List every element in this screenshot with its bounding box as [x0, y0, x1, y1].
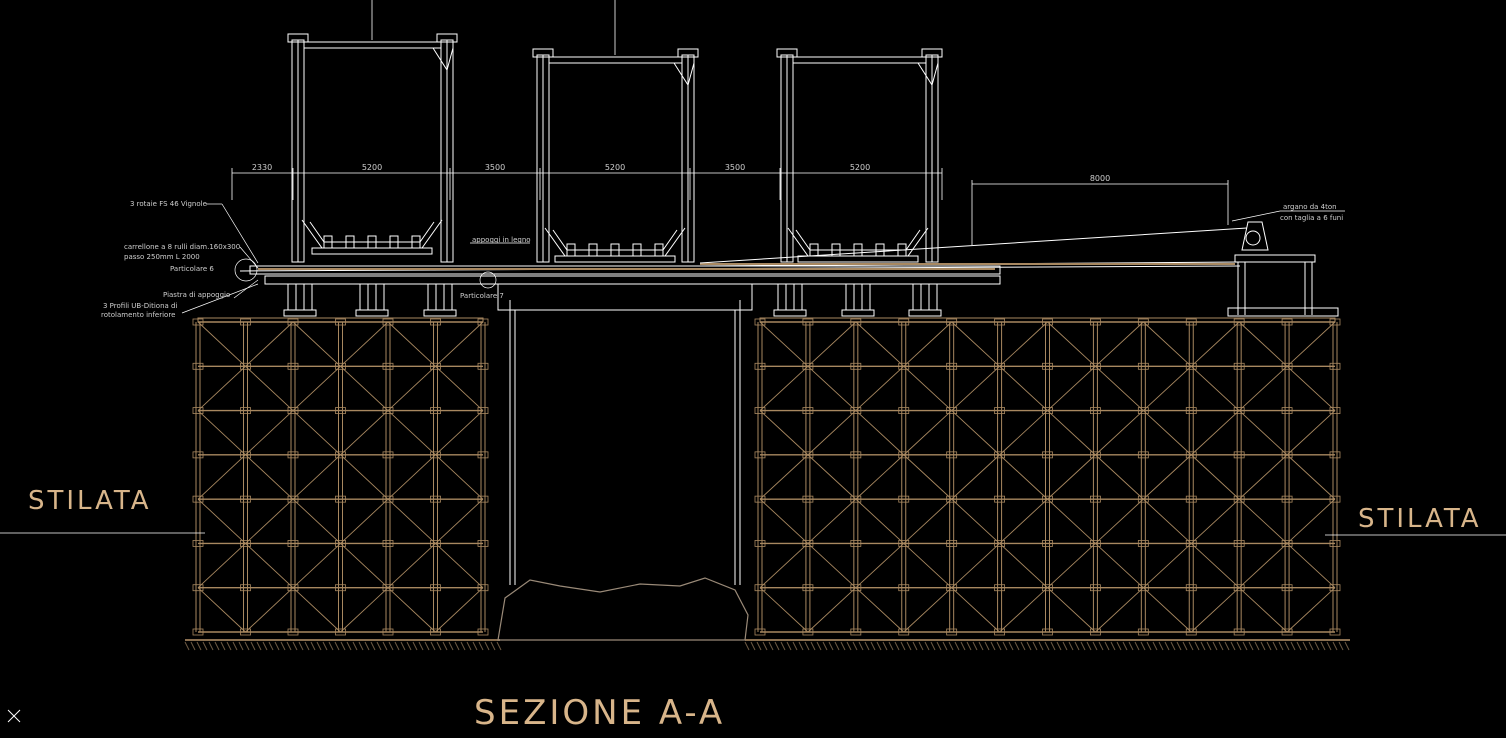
- dim-5200-b: 5200: [605, 163, 625, 172]
- dim-5200-c: 5200: [850, 163, 870, 172]
- stilata-label-left: STILATA: [28, 486, 152, 516]
- label-cart-1: carrellone a 8 rulli diam.160x300: [124, 243, 240, 251]
- label-detail6: Particolare 6: [170, 265, 214, 273]
- label-rails: 3 rotaie FS 46 Vignole: [130, 200, 207, 208]
- rubble-mound: [497, 577, 749, 641]
- dim-8000: 8000: [1090, 174, 1110, 183]
- label-profiles-1: 3 Profili UB-Ditiona di: [103, 302, 177, 310]
- ground-hatching: [184, 641, 1350, 651]
- label-wood: appoggi in legno: [472, 236, 531, 244]
- label-plate: Piastra di appoggio: [163, 291, 230, 299]
- dimension-labels: 2330 5200 3500 5200 3500 5200 8000: [252, 163, 1110, 183]
- scaffold-tower-left: [192, 317, 489, 636]
- label-winch-2: con taglia a 6 funi: [1280, 214, 1343, 222]
- label-winch-1: argano da 4ton: [1283, 203, 1337, 211]
- segment-cradles: [301, 219, 929, 263]
- main-deck-beam: [239, 261, 1241, 285]
- ucs-icon: [7, 709, 21, 723]
- lifting-portal-frames: [287, 33, 943, 263]
- label-detail7: Particolare 7: [460, 292, 504, 300]
- stilata-label-right: STILATA: [1358, 504, 1482, 534]
- dimension-lines: [231, 168, 1229, 245]
- winch-cable: [699, 227, 1248, 264]
- deck-support-pads: [283, 283, 942, 317]
- dim-5200-a: 5200: [362, 163, 382, 172]
- scaffold-tower-right: [754, 317, 1341, 636]
- central-opening: [509, 300, 741, 585]
- reference-lines: [371, 0, 616, 55]
- deck-rail-hatch: [258, 263, 1235, 270]
- label-profiles-2: rotolamento inferiore: [101, 311, 175, 319]
- label-cart-2: passo 250mm L 2000: [124, 253, 200, 261]
- section-title: SEZIONE A-A: [474, 693, 725, 733]
- winch: [1227, 221, 1339, 317]
- dim-3500-b: 3500: [725, 163, 745, 172]
- annotations: 3 rotaie FS 46 Vignole carrellone a 8 ru…: [101, 200, 1343, 319]
- dim-3500-a: 3500: [485, 163, 505, 172]
- dim-2330: 2330: [252, 163, 272, 172]
- leader-lines: [181, 203, 1345, 314]
